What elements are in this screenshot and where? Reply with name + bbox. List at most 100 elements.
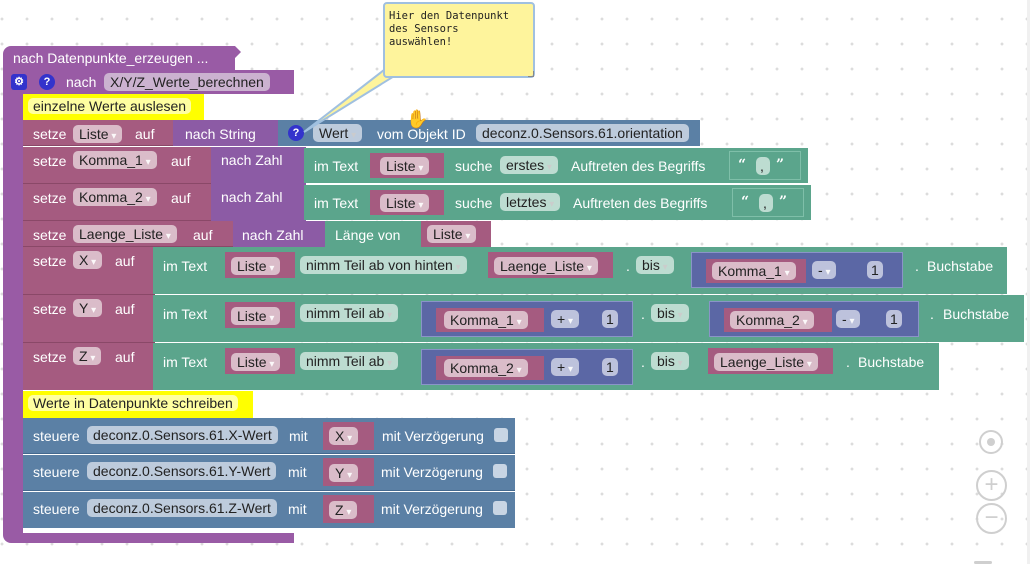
set-variable-block[interactable]: setze Laenge_Liste auf xyxy=(23,221,233,247)
get-value-block[interactable]: ? Wert vom Objekt ID deconz.0.Sensors.61… xyxy=(278,120,700,146)
math-arithmetic-block[interactable]: Komma_1 + 1 xyxy=(421,301,633,337)
search-mode-dropdown[interactable]: letztes xyxy=(500,193,561,211)
zoom-out-button[interactable]: − xyxy=(976,503,1007,534)
variable-dropdown[interactable]: Komma_2 xyxy=(73,188,157,206)
object-id-field[interactable]: deconz.0.Sensors.61.X-Wert xyxy=(87,426,278,444)
to-number-block[interactable]: nach Zahl xyxy=(211,184,306,221)
variable-block[interactable]: Komma_2 xyxy=(724,308,832,332)
trashcan-icon[interactable] xyxy=(974,561,992,564)
variable-dropdown[interactable]: Komma_2 xyxy=(730,311,814,329)
text-substring-block[interactable]: im Text Liste nimm Teil ab Komma_2 + 1 .… xyxy=(153,343,939,390)
number-field[interactable]: 1 xyxy=(886,310,902,328)
delay-checkbox[interactable] xyxy=(494,428,508,442)
variable-dropdown[interactable]: Laenge_Liste xyxy=(714,353,818,371)
variable-dropdown[interactable]: Liste xyxy=(73,125,123,143)
variable-block[interactable]: Liste xyxy=(225,252,295,278)
variable-block[interactable]: Laenge_Liste xyxy=(488,252,613,278)
delay-checkbox[interactable] xyxy=(493,501,507,515)
value-type-dropdown[interactable]: Wert xyxy=(313,124,363,142)
object-id-field[interactable]: deconz.0.Sensors.61.Y-Wert xyxy=(87,462,277,480)
comment-block[interactable]: Werte in Datenpunkte schreiben xyxy=(23,391,253,418)
variable-dropdown[interactable]: Komma_2 xyxy=(444,359,528,377)
text-length-block[interactable]: Länge von xyxy=(325,221,421,247)
variable-dropdown[interactable]: Y xyxy=(73,299,103,317)
procedure-header[interactable]: ⚙ ? nach X/Y/Z_Werte_berechnen xyxy=(3,70,294,94)
set-variable-block[interactable]: setze Komma_1 auf xyxy=(23,147,211,184)
set-variable-block[interactable]: setze Z auf xyxy=(23,343,155,390)
variable-block[interactable]: Z xyxy=(323,495,374,523)
substring-mode-dropdown[interactable]: nimm Teil ab xyxy=(300,304,399,322)
recenter-button[interactable] xyxy=(979,430,1003,454)
text-literal-block[interactable]: “ , ” xyxy=(732,188,804,217)
variable-dropdown[interactable]: Liste xyxy=(231,257,281,275)
object-id-field[interactable]: deconz.0.Sensors.61.Z-Wert xyxy=(87,499,277,517)
delay-checkbox[interactable] xyxy=(493,464,507,478)
variable-dropdown[interactable]: Komma_1 xyxy=(444,311,528,329)
text-literal-block[interactable]: “ , ” xyxy=(729,151,801,180)
variable-dropdown[interactable]: Liste xyxy=(380,157,430,175)
set-variable-block[interactable]: setze Liste auf xyxy=(23,120,173,146)
procedure-name-field[interactable]: X/Y/Z_Werte_berechnen xyxy=(104,73,270,91)
text-literal-field[interactable]: , xyxy=(759,194,773,212)
operator-dropdown[interactable]: + xyxy=(551,310,579,328)
variable-dropdown[interactable]: Y xyxy=(329,464,359,482)
variable-dropdown[interactable]: X xyxy=(73,251,103,269)
control-block[interactable]: steuere deconz.0.Sensors.61.Z-Wert mit Z… xyxy=(23,492,515,528)
bis-dropdown[interactable]: bis xyxy=(651,352,689,370)
number-field[interactable]: 1 xyxy=(602,358,618,376)
text-literal-field[interactable]: , xyxy=(756,157,770,175)
variable-dropdown[interactable]: Z xyxy=(329,501,358,519)
object-id-field[interactable]: deconz.0.Sensors.61.orientation xyxy=(476,124,689,142)
operator-dropdown[interactable]: - xyxy=(836,310,861,328)
variable-block[interactable]: Liste xyxy=(370,153,444,178)
control-block[interactable]: steuere deconz.0.Sensors.61.Y-Wert mit Y… xyxy=(23,455,515,491)
number-field[interactable]: 1 xyxy=(867,261,883,279)
comment-bubble[interactable]: Hier den Datenpunkt des Sensors auswähle… xyxy=(383,2,535,78)
variable-dropdown[interactable]: Laenge_Liste xyxy=(494,257,598,275)
set-variable-block[interactable]: setze Y auf xyxy=(23,295,155,343)
to-number-block[interactable]: nach Zahl xyxy=(233,221,327,247)
search-mode-dropdown[interactable]: erstes xyxy=(500,156,558,174)
variable-block[interactable]: Liste xyxy=(421,221,491,247)
control-block[interactable]: steuere deconz.0.Sensors.61.X-Wert mit X… xyxy=(23,418,515,454)
comment-block[interactable]: einzelne Werte auslesen xyxy=(23,94,204,120)
variable-dropdown[interactable]: Liste xyxy=(231,353,281,371)
bis-dropdown[interactable]: bis xyxy=(636,256,674,274)
scrollbar[interactable] xyxy=(1027,0,1030,564)
variable-block[interactable]: Komma_2 xyxy=(436,356,544,380)
variable-dropdown[interactable]: Komma_1 xyxy=(73,151,157,169)
variable-block[interactable]: Komma_1 xyxy=(436,308,544,332)
variable-dropdown[interactable]: Liste xyxy=(231,307,281,325)
text-indexof-block[interactable]: im Text Liste suche erstes Auftreten des… xyxy=(304,148,808,183)
resize-handle-icon[interactable] xyxy=(528,71,534,77)
variable-dropdown[interactable]: Komma_1 xyxy=(712,262,796,280)
variable-dropdown[interactable]: Liste xyxy=(380,194,430,212)
variable-block[interactable]: Liste xyxy=(225,302,295,328)
math-arithmetic-block[interactable]: Komma_2 - 1 xyxy=(709,301,919,337)
substring-mode-dropdown[interactable]: nimm Teil ab xyxy=(300,352,399,370)
math-arithmetic-block[interactable]: Komma_2 + 1 xyxy=(421,349,633,385)
operator-dropdown[interactable]: - xyxy=(812,261,837,279)
variable-block[interactable]: Komma_1 xyxy=(706,259,806,283)
to-number-block[interactable]: nach Zahl xyxy=(211,147,306,184)
set-variable-block[interactable]: setze Komma_2 auf xyxy=(23,184,211,221)
number-field[interactable]: 1 xyxy=(602,310,618,328)
text-indexof-block[interactable]: im Text Liste suche letztes Auftreten de… xyxy=(304,185,811,220)
text-substring-block[interactable]: im Text Liste nimm Teil ab von hinten La… xyxy=(153,247,1007,294)
variable-block[interactable]: Laenge_Liste xyxy=(708,348,833,374)
operator-dropdown[interactable]: + xyxy=(551,358,579,376)
variable-block[interactable]: Y xyxy=(323,458,374,486)
text-substring-block[interactable]: im Text Liste nimm Teil ab Komma_1 + 1 .… xyxy=(153,295,1024,342)
variable-dropdown[interactable]: Liste xyxy=(427,225,477,243)
zoom-in-button[interactable]: + xyxy=(976,470,1007,501)
gear-icon[interactable]: ⚙ xyxy=(11,74,27,90)
substring-mode-dropdown[interactable]: nimm Teil ab von hinten xyxy=(300,256,467,274)
help-icon[interactable]: ? xyxy=(288,125,304,141)
variable-dropdown[interactable]: Laenge_Liste xyxy=(73,225,177,243)
variable-block[interactable]: Liste xyxy=(370,190,444,215)
set-variable-block[interactable]: setze X auf xyxy=(23,247,155,295)
bis-dropdown[interactable]: bis xyxy=(651,304,689,322)
math-arithmetic-block[interactable]: Komma_1 - 1 xyxy=(691,252,903,288)
help-icon[interactable]: ? xyxy=(39,74,55,90)
variable-dropdown[interactable]: X xyxy=(329,427,359,445)
